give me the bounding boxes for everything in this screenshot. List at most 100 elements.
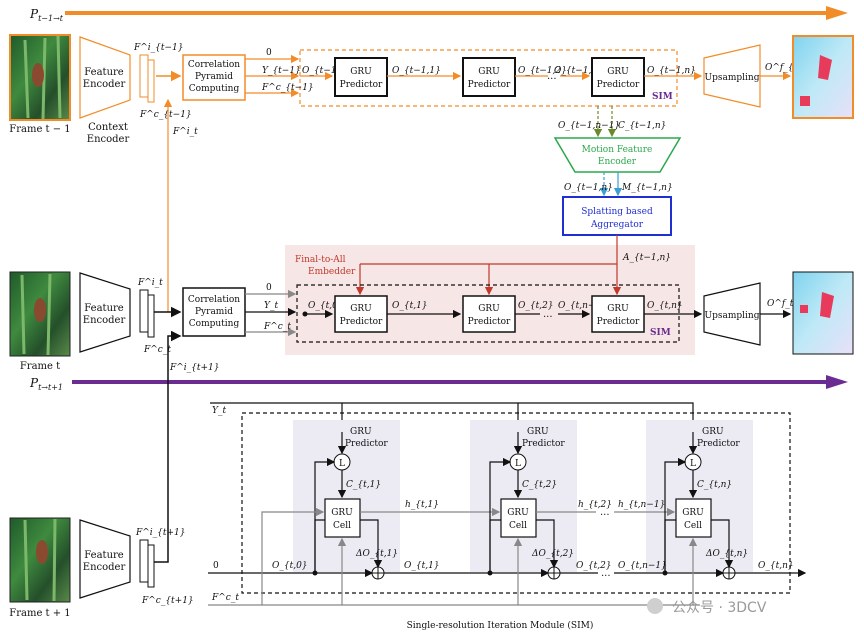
upsampling-prev: Upsampling: [703, 44, 761, 108]
stage1-gru-pred-2: Predictor: [345, 439, 388, 449]
ellipsis-o: ...: [601, 568, 611, 579]
O-t-2: O_{t,2}: [518, 301, 554, 311]
svg-text:Computing: Computing: [189, 319, 240, 329]
F-t-c-sim: F^c_t: [211, 593, 239, 603]
svg-text:Encoder: Encoder: [598, 157, 637, 167]
svg-text:Upsampling: Upsampling: [705, 311, 760, 321]
sim-stage-n-bg: [646, 420, 753, 572]
zero-prev: 0: [266, 48, 272, 58]
O-t-0-sim: O_{t,0}: [272, 561, 308, 571]
timeline-mid-label: Pt→t+1: [29, 376, 63, 392]
feature-encoder-next: Feature Encoder: [79, 519, 131, 599]
svg-text:Predictor: Predictor: [597, 80, 640, 90]
svg-text:GRU: GRU: [507, 508, 529, 518]
svg-text:Encoder: Encoder: [83, 562, 126, 573]
M-prev-n: M_{t−1,n}: [621, 183, 673, 193]
C-t-1: C_{t,1}: [346, 480, 381, 490]
watermark: 公众号 · 3DCV: [647, 598, 767, 616]
frame-cur-label: Frame t: [20, 361, 60, 372]
gru-predictor-prev-2: GRU Predictor: [462, 57, 516, 97]
svg-text:Computing: Computing: [189, 84, 240, 94]
svg-text:Feature: Feature: [84, 303, 124, 314]
frame-cur-image: [9, 271, 71, 357]
svg-text:GRU: GRU: [682, 508, 704, 518]
add-node-n: [722, 566, 736, 580]
sim-stage-2-bg: [470, 420, 577, 572]
add-node-1: [371, 566, 385, 580]
stagen-gru-pred-2: Predictor: [697, 439, 740, 449]
C-t-2: C_{t,2}: [522, 480, 557, 490]
zero-cur: 0: [266, 283, 272, 293]
O-prev-n-spl: O_{t−1,n}: [564, 183, 613, 193]
gru-cell-1: GRU Cell: [324, 498, 361, 538]
O-prev-n1-mfe: O_{t−1,n−1}: [558, 121, 620, 131]
svg-text:GRU: GRU: [478, 67, 500, 77]
l-node-2: L: [509, 453, 527, 471]
h-t-1: h_{t,1}: [405, 500, 439, 510]
F-t-i: F^i_t: [137, 278, 163, 288]
svg-text:GRU: GRU: [607, 67, 629, 77]
O-prev-1: O_{t−1,1}: [392, 66, 441, 76]
F-next-i-crossref: F^i_{t+1}: [169, 363, 220, 373]
svg-text:GRU: GRU: [350, 67, 372, 77]
svg-text:Pyramid: Pyramid: [195, 72, 233, 82]
l-node-n: L: [684, 453, 702, 471]
gru-cell-n: GRU Cell: [675, 498, 712, 538]
F-t-i-crossref: F^i_t: [172, 127, 198, 137]
frame-prev-label: Frame t − 1: [9, 124, 70, 135]
feature-maps-cur: [139, 289, 155, 338]
gru-predictor-cur-1: GRU Predictor: [334, 295, 388, 333]
gru-predictor-prev-n: GRU Predictor: [591, 57, 645, 97]
svg-text:Aggregator: Aggregator: [590, 220, 644, 230]
O-t-n-sim: O_{t,n}: [758, 561, 794, 571]
l-node-1: L: [333, 453, 351, 471]
F-next-i: F^i_{t+1}: [135, 528, 186, 538]
svg-text:Upsampling: Upsampling: [705, 73, 760, 83]
caption: Single-resolution Iteration Module (SIM): [407, 620, 594, 631]
frame-next-label: Frame t + 1: [9, 608, 70, 619]
feature-maps-next: [139, 539, 155, 588]
timeline-mid: Pt→t+1: [29, 375, 848, 392]
corr-pyramid-cur: Correlation Pyramid Computing: [182, 287, 246, 337]
gru-predictor-prev-1: GRU Predictor: [334, 57, 388, 97]
dO-t-n: ΔO_{t,n}: [705, 549, 748, 559]
svg-text:Encoder: Encoder: [83, 79, 126, 90]
flow-output-cur: [792, 271, 854, 355]
Y-t-cur: Y_t: [264, 301, 278, 311]
svg-text:GRU: GRU: [331, 508, 353, 518]
corr-pyramid-prev: Correlation Pyramid Computing: [182, 54, 246, 101]
svg-text:Cell: Cell: [333, 521, 351, 531]
Y-t-sim: Y_t: [212, 406, 226, 416]
svg-text:Predictor: Predictor: [340, 317, 383, 327]
h-t-2: h_{t,2}: [578, 500, 612, 510]
svg-text:GRU: GRU: [607, 304, 629, 314]
gru-predictor-cur-n: GRU Predictor: [591, 295, 645, 333]
final-to-all-label-2: Embedder: [308, 267, 356, 277]
O-t-2-sim: O_{t,2}: [576, 561, 612, 571]
svg-text:Splatting based: Splatting based: [581, 207, 653, 217]
stage2-gru-pred-1: GRU: [527, 427, 549, 437]
ellipsis-cur: ...: [543, 309, 553, 320]
h-t-n1: h_{t,n−1}: [618, 500, 665, 510]
F-prev-c-in: F^c_{t−1}: [261, 83, 314, 93]
svg-text:Feature: Feature: [84, 550, 124, 561]
sim-stage-1-bg: [293, 420, 400, 572]
svg-text:Cell: Cell: [509, 521, 527, 531]
svg-text:Encoder: Encoder: [87, 134, 130, 145]
feature-encoder-cur: Feature Encoder: [79, 272, 131, 353]
Y-prev: Y_{t−1}: [262, 66, 301, 76]
C-prev-n: C_{t−1,n}: [618, 121, 666, 131]
svg-text:Cell: Cell: [684, 521, 702, 531]
F-prev-i: F^i_{t−1}: [133, 43, 184, 53]
O-t-0: O_{t,0}: [308, 301, 344, 311]
A-prev-n: A_{t−1,n}: [622, 253, 671, 263]
F-next-c: F^c_{t+1}: [141, 596, 194, 606]
zero-sim: 0: [213, 561, 219, 571]
O-prev-f: O^f_{t−1}: [765, 63, 816, 73]
motion-feature-encoder: Motion Feature Encoder: [553, 137, 682, 173]
final-to-all-label-1: Final-to-All: [295, 255, 346, 265]
dO-t-1: ΔO_{t,1}: [355, 549, 398, 559]
O-prev-n1: O_{t−1,n−1}: [554, 66, 616, 76]
O-t-n: O_{t,n}: [647, 301, 683, 311]
